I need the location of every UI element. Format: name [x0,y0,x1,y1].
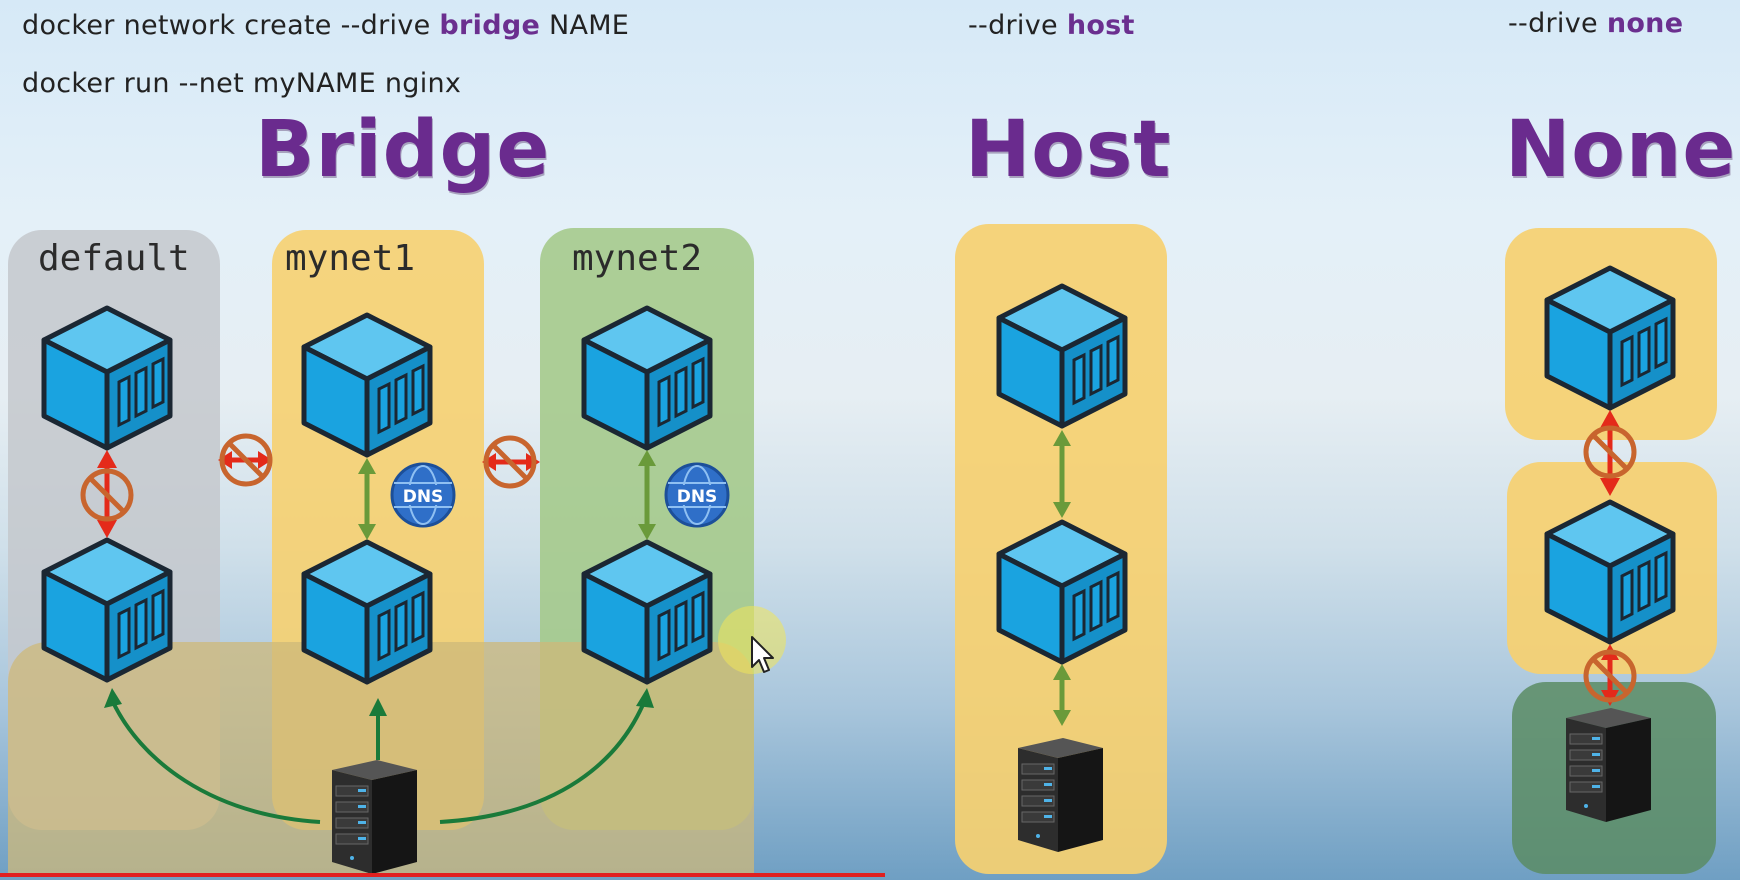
dns-label: DNS [403,487,444,507]
container-cube-icon [1547,502,1673,642]
mynet1-network-label: mynet1 [285,238,416,279]
host-link-default [110,699,321,824]
allowed-link-mynet1 [358,458,376,540]
container-cube-icon [304,542,430,682]
mouse-cursor-icon [718,606,786,674]
dns-globe-icon: DNS [390,462,456,528]
container-cube-icon [44,308,170,448]
server-icon [1565,707,1652,823]
blocked-link-none-containers [1586,410,1634,496]
blocked-link-mynet1-mynet2 [482,438,540,486]
none-title: None [1505,105,1737,195]
dns-label: DNS [677,487,718,507]
progress-bar [0,873,885,877]
server-icon [1017,737,1104,853]
host-drive-command: --drive host [968,10,1135,41]
allowed-link-mynet2 [638,450,656,540]
blocked-link-default-mynet1 [218,436,272,484]
allowed-link-host-containers [1053,430,1071,518]
dns-globe-icon: DNS [664,462,730,528]
container-cube-icon [304,315,430,455]
none-drive-command: --drive none [1508,8,1684,39]
mynet2-network-label: mynet2 [572,238,703,279]
bridge-create-command: docker network create --drive bridge NAM… [22,10,630,41]
server-icon [331,759,418,875]
container-cube-icon [999,286,1125,426]
allowed-link-host-server [1053,664,1071,726]
container-cube-icon [1547,268,1673,408]
blocked-link-default [83,450,131,538]
container-cube-icon [584,308,710,448]
host-link-mynet2 [439,699,647,824]
host-title: Host [965,105,1172,195]
container-cube-icon [584,542,710,682]
container-cube-icon [999,522,1125,662]
docker-run-command: docker run --net myNAME nginx [22,68,462,99]
bridge-title: Bridge [255,105,551,195]
blocked-link-none-server [1586,644,1634,706]
container-cube-icon [44,540,170,680]
default-network-label: default [38,238,190,279]
